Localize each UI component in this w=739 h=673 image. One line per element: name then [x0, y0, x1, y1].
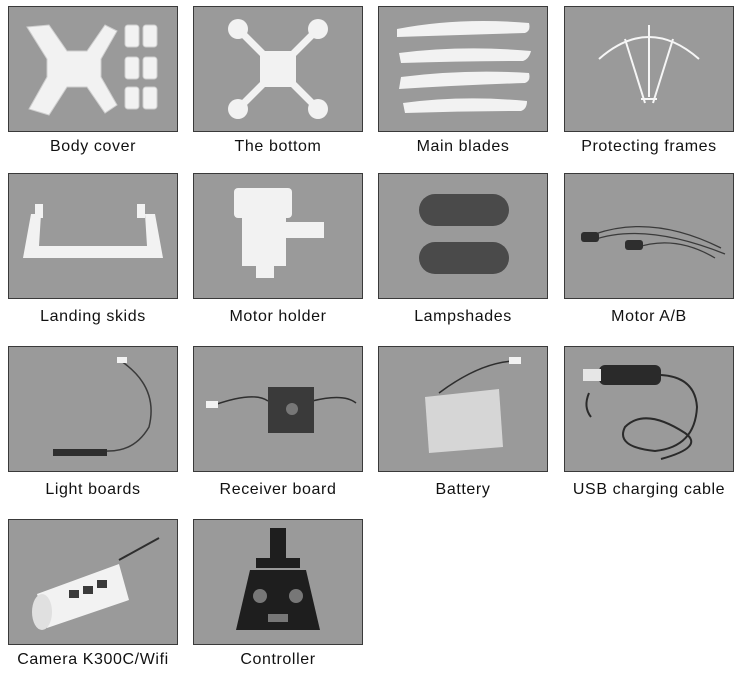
part-controller: Controller	[193, 519, 363, 668]
part-label: Light boards	[45, 481, 141, 498]
part-receiver-board: Receiver board	[193, 346, 363, 498]
light-board-image	[8, 346, 178, 472]
bottom-frame-image	[193, 6, 363, 132]
part-bottom: The bottom	[193, 6, 363, 155]
part-light-boards: Light boards	[8, 346, 178, 498]
part-landing-skids: Landing skids	[8, 173, 178, 325]
controller-image	[193, 519, 363, 645]
part-label: Body cover	[49, 138, 137, 155]
part-camera: Camera K300C/Wifi	[8, 519, 178, 668]
part-label: Motor holder	[229, 308, 327, 325]
part-label: Controller	[240, 651, 316, 668]
usb-cable-image	[564, 346, 734, 472]
part-body-cover: Body cover	[8, 6, 178, 155]
part-label: Battery	[435, 481, 491, 498]
part-lampshades: Lampshades	[378, 173, 548, 325]
camera-image	[8, 519, 178, 645]
part-main-blades: Main blades	[378, 6, 548, 155]
landing-skids-image	[8, 173, 178, 299]
protecting-frame-image	[564, 6, 734, 132]
part-usb-cable: USB charging cable	[564, 346, 734, 498]
part-label: The bottom	[234, 138, 322, 155]
part-protecting-frames: Protecting frames	[564, 6, 734, 155]
part-label: Camera K300C/Wifi	[17, 651, 169, 668]
part-motor-ab: Motor A/B	[564, 173, 734, 325]
part-label: Lampshades	[414, 308, 512, 325]
motor-holder-image	[193, 173, 363, 299]
motor-image	[564, 173, 734, 299]
lampshades-image	[378, 173, 548, 299]
part-motor-holder: Motor holder	[193, 173, 363, 325]
part-label: Landing skids	[40, 308, 146, 325]
part-label: Protecting frames	[581, 138, 717, 155]
part-label: USB charging cable	[572, 481, 726, 498]
part-label: Motor A/B	[611, 308, 687, 325]
receiver-board-image	[193, 346, 363, 472]
part-label: Main blades	[416, 138, 510, 155]
part-battery: Battery	[378, 346, 548, 498]
main-blades-image	[378, 6, 548, 132]
battery-image	[378, 346, 548, 472]
body-cover-image	[8, 6, 178, 132]
part-label: Receiver board	[219, 481, 337, 498]
